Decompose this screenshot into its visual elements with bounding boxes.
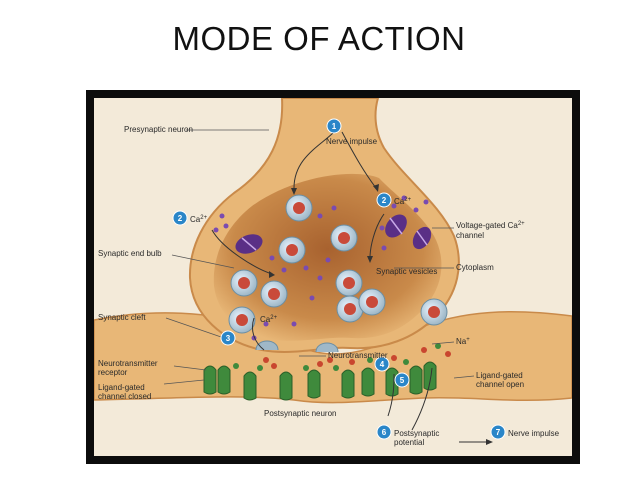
label-neurotransmitter-receptor-2: receptor bbox=[98, 368, 128, 377]
label-ligand-gated-open-2: channel open bbox=[476, 380, 524, 389]
vesicle bbox=[279, 237, 305, 263]
step-badge-2-left: 2 bbox=[173, 211, 187, 225]
svg-text:3: 3 bbox=[226, 334, 231, 343]
vesicle bbox=[229, 307, 255, 333]
svg-text:7: 7 bbox=[496, 428, 501, 437]
vesicle bbox=[261, 281, 287, 307]
vesicle bbox=[336, 270, 362, 296]
label-postsynaptic-potential: Postsynaptic bbox=[394, 429, 439, 438]
vesicle bbox=[331, 225, 357, 251]
label-ligand-gated-closed: Ligand-gated bbox=[98, 383, 145, 392]
label-postsynaptic-neuron: Postsynaptic neuron bbox=[264, 409, 337, 418]
svg-text:4: 4 bbox=[380, 360, 385, 369]
svg-text:1: 1 bbox=[332, 122, 337, 131]
svg-text:2: 2 bbox=[178, 214, 183, 223]
label-neurotransmitter-receptor: Neurotransmitter bbox=[98, 359, 158, 368]
step-badge-1: 1 bbox=[327, 119, 341, 133]
label-ligand-gated-closed-2: channel closed bbox=[98, 392, 151, 401]
svg-text:5: 5 bbox=[400, 376, 405, 385]
label-presynaptic-neuron: Presynaptic neuron bbox=[124, 125, 193, 134]
label-neurotransmitter: Neurotransmitter bbox=[328, 351, 388, 360]
synapse-diagram: 1 2 2 3 4 5 6 7 Presynaptic neuron Nerve… bbox=[94, 98, 572, 456]
step-badge-2-right: 2 bbox=[377, 193, 391, 207]
label-nerve-impulse-bottom: Nerve impulse bbox=[508, 429, 560, 438]
label-ligand-gated-open: Ligand-gated bbox=[476, 371, 523, 380]
label-synaptic-end-bulb: Synaptic end bulb bbox=[98, 249, 162, 258]
label-cytoplasm: Cytoplasm bbox=[456, 263, 494, 272]
step-badge-5: 5 bbox=[395, 373, 409, 387]
label-synaptic-vesicles: Synaptic vesicles bbox=[376, 267, 437, 276]
svg-text:6: 6 bbox=[382, 428, 387, 437]
vesicle bbox=[286, 195, 312, 221]
vesicle bbox=[359, 289, 385, 315]
label-nerve-impulse-top: Nerve impulse bbox=[326, 137, 378, 146]
vesicle bbox=[231, 270, 257, 296]
vesicle bbox=[421, 299, 447, 325]
label-postsynaptic-potential-2: potential bbox=[394, 438, 424, 447]
diagram-frame: 1 2 2 3 4 5 6 7 Presynaptic neuron Nerve… bbox=[86, 90, 580, 464]
label-voltage-gated-channel: Voltage-gated Ca2+ bbox=[456, 221, 525, 230]
label-voltage-gated-channel-2: channel bbox=[456, 231, 484, 240]
svg-text:2: 2 bbox=[382, 196, 387, 205]
step-badge-6: 6 bbox=[377, 425, 391, 439]
label-synaptic-cleft: Synaptic cleft bbox=[98, 313, 146, 322]
step-badge-3: 3 bbox=[221, 331, 235, 345]
slide-title: MODE OF ACTION bbox=[0, 20, 638, 58]
step-badge-7: 7 bbox=[491, 425, 505, 439]
